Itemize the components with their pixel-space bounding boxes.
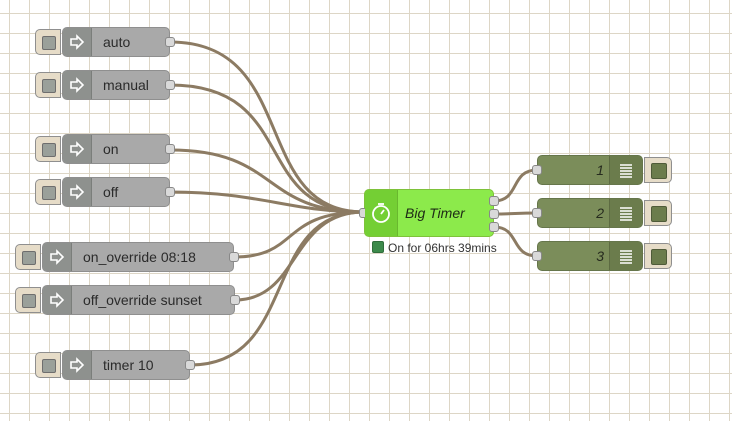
output-port[interactable] [165,37,175,47]
inject-trigger-button[interactable] [15,244,41,270]
input-port[interactable] [532,208,542,218]
wire-manual-to-timer[interactable] [168,83,366,214]
list-icon [609,242,642,270]
list-icon [609,156,642,184]
arrow-in-icon [63,351,92,379]
wire-timer-to-debug-3[interactable] [492,225,539,258]
arrow-in-icon [63,135,92,163]
arrow-in-icon [63,28,92,56]
inject-node-on[interactable]: on [35,134,175,164]
status-dot [372,241,384,253]
output-port[interactable] [165,187,175,197]
node-label: auto [103,34,131,50]
output-port[interactable] [229,252,239,262]
node-label: off_override sunset [83,292,202,308]
timer-icon [365,190,398,236]
input-port[interactable] [532,165,542,175]
wire-timer-to-debug-2[interactable] [492,211,539,216]
inject-trigger-button[interactable] [35,179,61,205]
inject-trigger-button[interactable] [15,287,41,313]
big-timer-node[interactable]: Big Timer [359,189,499,237]
node-label: manual [103,77,149,93]
wire-on-override-to-timer[interactable] [232,210,366,259]
status-text: On for 06hrs 39mins [388,241,497,255]
debug-node-2[interactable]: 2 [532,198,672,228]
inject-node-off[interactable]: off [35,177,175,207]
debug-node-1[interactable]: 1 [532,155,672,185]
inject-trigger-button[interactable] [35,72,61,98]
inject-node-timer[interactable]: timer 10 [35,350,195,380]
inject-node-off-override[interactable]: off_override sunset [15,285,240,315]
wire-timer10-to-timer[interactable] [188,210,366,367]
inject-node-on-override[interactable]: on_override 08:18 [15,242,239,272]
output-port[interactable] [165,144,175,154]
inject-trigger-button[interactable] [35,29,61,55]
arrow-in-icon [63,178,92,206]
output-port[interactable] [185,360,195,370]
inject-node-manual[interactable]: manual [35,70,175,100]
wire-off-to-timer[interactable] [168,190,366,214]
debug-toggle-button[interactable] [644,243,672,269]
wire-auto-to-timer[interactable] [168,40,366,214]
list-icon [609,199,642,227]
node-label: off [103,184,119,200]
node-label: on_override 08:18 [83,249,196,265]
debug-toggle-button[interactable] [644,157,672,183]
node-label: Big Timer [405,205,465,221]
output-port[interactable] [230,295,240,305]
inject-trigger-button[interactable] [35,352,61,378]
inject-trigger-button[interactable] [35,136,61,162]
output-port-1[interactable] [489,196,499,206]
node-label: timer 10 [103,357,154,373]
node-label: on [103,141,119,157]
node-label: 2 [596,205,604,221]
debug-toggle-button[interactable] [644,200,672,226]
arrow-in-icon [43,286,72,314]
arrow-in-icon [63,71,92,99]
node-status: On for 06hrs 39mins [372,241,497,255]
inject-node-auto[interactable]: auto [35,27,175,57]
node-label: 1 [596,162,604,178]
output-port-3[interactable] [489,222,499,232]
output-port[interactable] [165,80,175,90]
output-port-2[interactable] [489,209,499,219]
input-port[interactable] [532,251,542,261]
wire-timer-to-debug-1[interactable] [492,168,539,203]
debug-node-3[interactable]: 3 [532,241,672,271]
node-label: 3 [596,248,604,264]
arrow-in-icon [43,243,72,271]
wire-on-to-timer[interactable] [168,148,366,214]
